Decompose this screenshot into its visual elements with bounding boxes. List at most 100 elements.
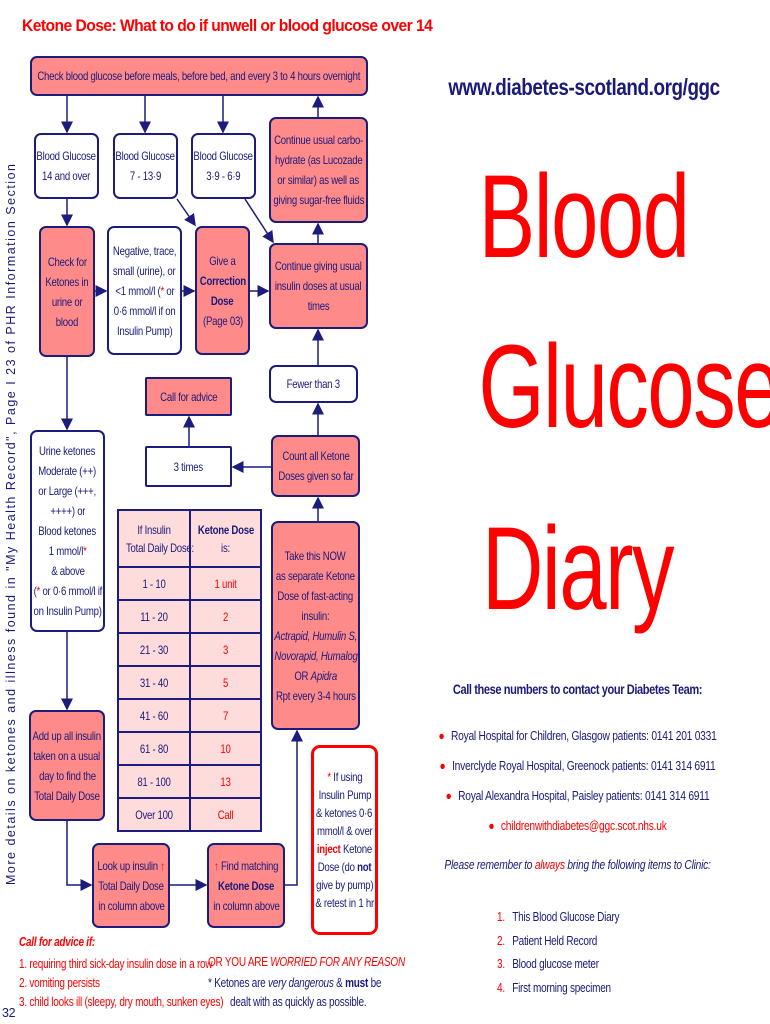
text: not [357,860,372,874]
text: 7 [222,708,229,723]
line: mmol/l & over [316,824,373,838]
line: Ketone Dose [217,878,275,893]
text: or 0·6 mmol/l if [39,584,102,598]
text: OR YOU ARE [208,955,271,969]
text: Call for advice [159,389,218,404]
text: must [345,976,369,990]
email-link[interactable]: childrenwithdiabetes@ggc.scot.nhs.uk [500,819,667,833]
line: as separate Ketone [276,568,355,583]
text: or [163,283,175,298]
list-item: 2.Patient Held Record [497,930,619,954]
bg-range: 3·9 - 6·9 [206,169,241,183]
text: 31 - 40 [139,675,169,690]
website-url[interactable]: www.diabetes-scotland.org/ggc [448,74,720,100]
text: Ketone Dose [197,522,254,537]
text: Patient Held Record [512,933,598,948]
text: Find matching [218,858,279,873]
list-item: 3.Blood glucose meter [497,953,619,977]
line: Actrapid, Humulin S, [274,628,357,643]
text: Fewer than 3 [286,377,341,391]
line: Rpt every 3-4 hours [275,688,356,703]
text: * Ketones are [208,976,269,990]
page-title: Ketone Dose: What to do if unwell or blo… [22,16,433,35]
line: * If using [327,768,362,786]
line: Check for [47,254,87,269]
line: urine or [51,294,83,309]
contact-item: ●Inverclyde Royal Hospital, Greenock pat… [432,751,723,781]
text: Look up insulin [97,858,161,873]
line: giving sugar-free fluids [273,193,364,207]
page-number: 32 [2,1006,16,1020]
contact-item: ●Royal Hospital for Children, Glasgow pa… [432,721,723,751]
table-row: 41 - 60 7 [117,698,262,733]
line: on Insulin Pump) [33,604,102,618]
text: Apidra [310,668,338,683]
check-glucose-box: Check blood glucose before meals, before… [30,56,368,96]
text: Total Daily Dose: [126,540,194,555]
contact-heading: Call these numbers to contact your Diabe… [452,682,703,697]
bullet-icon: ● [438,729,445,743]
tdd-cell: 11 - 20 [117,599,191,634]
dose-cell: Call [189,797,262,832]
tdd-cell: 1 - 10 [117,566,191,601]
table-row: 11 - 20 2 [117,599,262,634]
text: ( [33,584,37,598]
text: very dangerous [268,976,334,990]
advice-item: 3. child looks ill (sleepy, dry mouth, s… [19,995,224,1009]
line: 1 mmol/l* [49,541,87,561]
text: Ketone [340,842,373,856]
text: Dose (do [317,860,358,874]
line: Moderate (++) [38,464,97,478]
text: 3 [222,642,229,657]
bullet-icon: ● [439,759,446,773]
text: 2 [222,609,229,624]
dose-cell: 2 [189,599,262,634]
text: 1 - 10 [142,576,166,591]
line: Ketones in [45,274,89,289]
line: insulin: [301,608,330,623]
arrow-up-icon: ↑ [160,858,165,873]
line: & retest in 1 hr [315,896,374,910]
contact-item[interactable]: ●childrenwithdiabetes@ggc.scot.nhs.uk [432,811,723,841]
advice-item: 1. requiring third sick-day insulin dose… [19,957,213,971]
diary-title-diary: Diary [481,503,674,635]
advice-heading: Call for advice if: [19,935,96,949]
line: Take this NOW [285,548,346,563]
dose-cell: 13 [189,764,262,799]
line: Dose [211,293,234,308]
line: Doses given so far [277,469,354,483]
tdd-cell: 31 - 40 [117,665,191,700]
tdd-cell: 21 - 30 [117,632,191,667]
worried-note: OR YOU ARE WORRIED FOR ANY REASON [208,955,405,969]
list-item: 1.This Blood Glucose Diary [497,906,620,930]
arrow-up-icon: ↑ [213,858,219,873]
line: insulin doses at usual [275,279,362,293]
text: 41 - 60 [139,708,169,723]
diary-title-blood: Blood [478,151,691,283]
number: 1. [497,910,505,924]
number: 4. [497,980,505,995]
text: is: [221,540,230,555]
line: & ketones 0·6 [316,806,373,820]
line: Count all Ketone [281,449,350,463]
line: inject Ketone [317,840,372,858]
text: Call [217,807,234,822]
line: (* or 0·6 mmol/l if [33,581,102,601]
bg-label: Blood Glucose [115,149,176,163]
line: give by pump) [315,878,374,892]
text: & [333,976,346,990]
line: ↑ Find matching [214,856,278,876]
flow-connectors [61,95,324,891]
line: in column above [97,898,165,913]
bg-range: 14 and over [42,169,91,183]
line: day to find the [38,768,96,783]
